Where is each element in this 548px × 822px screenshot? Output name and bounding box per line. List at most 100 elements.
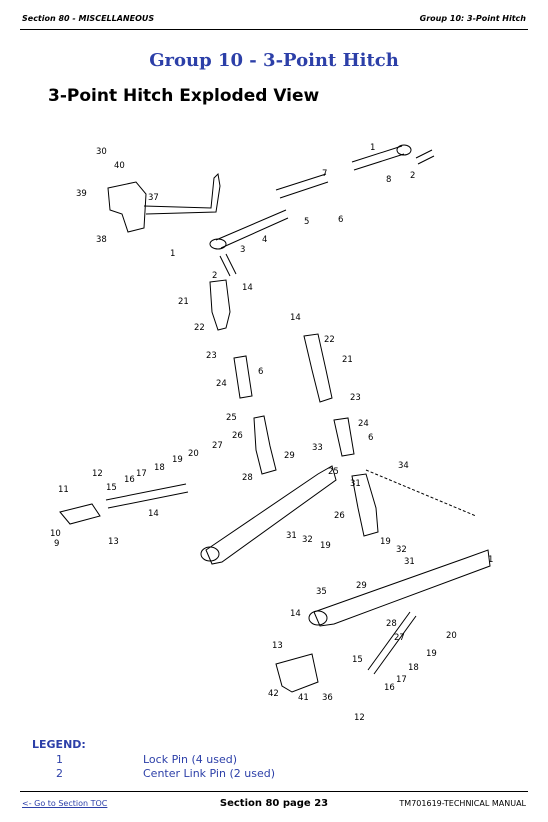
svg-text:27: 27 [212,441,223,451]
left-lift-link-upper [209,279,231,331]
header-section: Section 80 - MISCELLANEOUS [22,14,155,23]
svg-text:21: 21 [178,297,189,307]
top-link-tube [275,173,329,199]
svg-text:29: 29 [284,451,295,461]
top-link-right [351,145,405,171]
check-chain [365,469,477,517]
svg-text:7: 7 [322,169,327,179]
svg-text:14: 14 [290,609,301,619]
svg-text:25: 25 [226,413,237,423]
svg-text:5: 5 [304,217,309,227]
lift-rod-part [143,172,221,215]
svg-text:29: 29 [356,581,367,591]
svg-text:17: 17 [396,675,407,685]
svg-text:23: 23 [206,351,217,361]
svg-text:19: 19 [172,455,183,465]
svg-text:1: 1 [488,555,493,565]
right-arm-end [308,610,328,626]
svg-text:31: 31 [350,479,361,489]
svg-text:12: 12 [92,469,103,479]
svg-text:18: 18 [408,663,419,673]
legend-heading: LEGEND: [32,738,86,751]
page-number: Section 80 page 23 [219,798,329,809]
bracket-part [107,181,147,233]
svg-text:6: 6 [368,433,373,443]
svg-text:33: 33 [312,443,323,453]
svg-text:26: 26 [232,431,243,441]
svg-text:1: 1 [170,249,175,259]
svg-text:20: 20 [188,449,199,459]
left-lower-arm [205,465,337,565]
svg-text:3: 3 [240,245,245,255]
svg-text:22: 22 [324,335,335,345]
svg-text:34: 34 [398,461,409,471]
legend-number: 1 [56,753,63,766]
right-lower-arm [313,549,491,627]
top-link-left [215,209,289,249]
svg-text:32: 32 [302,535,313,545]
left-arm-end [200,546,220,562]
toc-link[interactable]: <- Go to Section TOC [22,799,108,808]
footer-divider [20,791,528,792]
left-lift-link-tube [233,355,253,399]
svg-text:24: 24 [216,379,227,389]
svg-text:38: 38 [96,235,107,245]
svg-text:24: 24 [358,419,369,429]
legend-description: Center Link Pin (2 used) [143,767,275,780]
header-group: Group 10: 3-Point Hitch [419,14,526,23]
svg-text:6: 6 [338,215,343,225]
svg-text:30: 30 [96,147,107,157]
svg-text:23: 23 [350,393,361,403]
svg-text:13: 13 [272,641,283,651]
svg-text:32: 32 [396,545,407,555]
svg-text:18: 18 [154,463,165,473]
pin-part [415,149,435,165]
left-lift-link-lower [253,415,277,475]
right-stabilizer-bracket [275,653,319,693]
svg-text:28: 28 [242,473,253,483]
svg-text:9: 9 [54,539,59,549]
right-stabilizer-rod [367,611,417,675]
right-lift-link-tube [333,417,355,457]
svg-text:15: 15 [106,483,117,493]
svg-text:14: 14 [242,283,253,293]
left-stabilizer-bracket [59,503,101,525]
svg-text:14: 14 [148,509,159,519]
svg-text:31: 31 [286,531,297,541]
svg-text:31: 31 [404,557,415,567]
header-divider [20,29,528,30]
svg-text:39: 39 [76,189,87,199]
svg-text:8: 8 [386,175,391,185]
top-link-eye-right [396,144,412,156]
svg-text:16: 16 [124,475,135,485]
svg-text:17: 17 [136,469,147,479]
svg-text:14: 14 [290,313,301,323]
svg-text:2: 2 [212,271,217,281]
svg-text:36: 36 [322,693,333,703]
svg-text:28: 28 [386,619,397,629]
svg-text:10: 10 [50,529,61,539]
svg-text:6: 6 [258,367,263,377]
svg-text:1: 1 [370,143,375,153]
svg-text:41: 41 [298,693,309,703]
svg-text:15: 15 [352,655,363,665]
svg-text:26: 26 [334,511,345,521]
right-lift-link-lower [351,473,379,537]
svg-text:19: 19 [320,541,331,551]
legend-description: Lock Pin (4 used) [143,753,238,766]
svg-text:42: 42 [268,689,279,699]
svg-text:13: 13 [108,537,119,547]
svg-text:19: 19 [426,649,437,659]
svg-text:11: 11 [58,485,69,495]
svg-text:25: 25 [328,467,339,477]
center-pin-part [219,253,237,277]
section-title: 3-Point Hitch Exploded View [48,86,320,106]
left-stabilizer-rod [105,483,189,509]
svg-text:20: 20 [446,631,457,641]
group-title: Group 10 - 3-Point Hitch [149,50,399,71]
svg-text:22: 22 [194,323,205,333]
svg-text:40: 40 [114,161,125,171]
legend-number: 2 [56,767,63,780]
svg-text:2: 2 [410,171,415,181]
